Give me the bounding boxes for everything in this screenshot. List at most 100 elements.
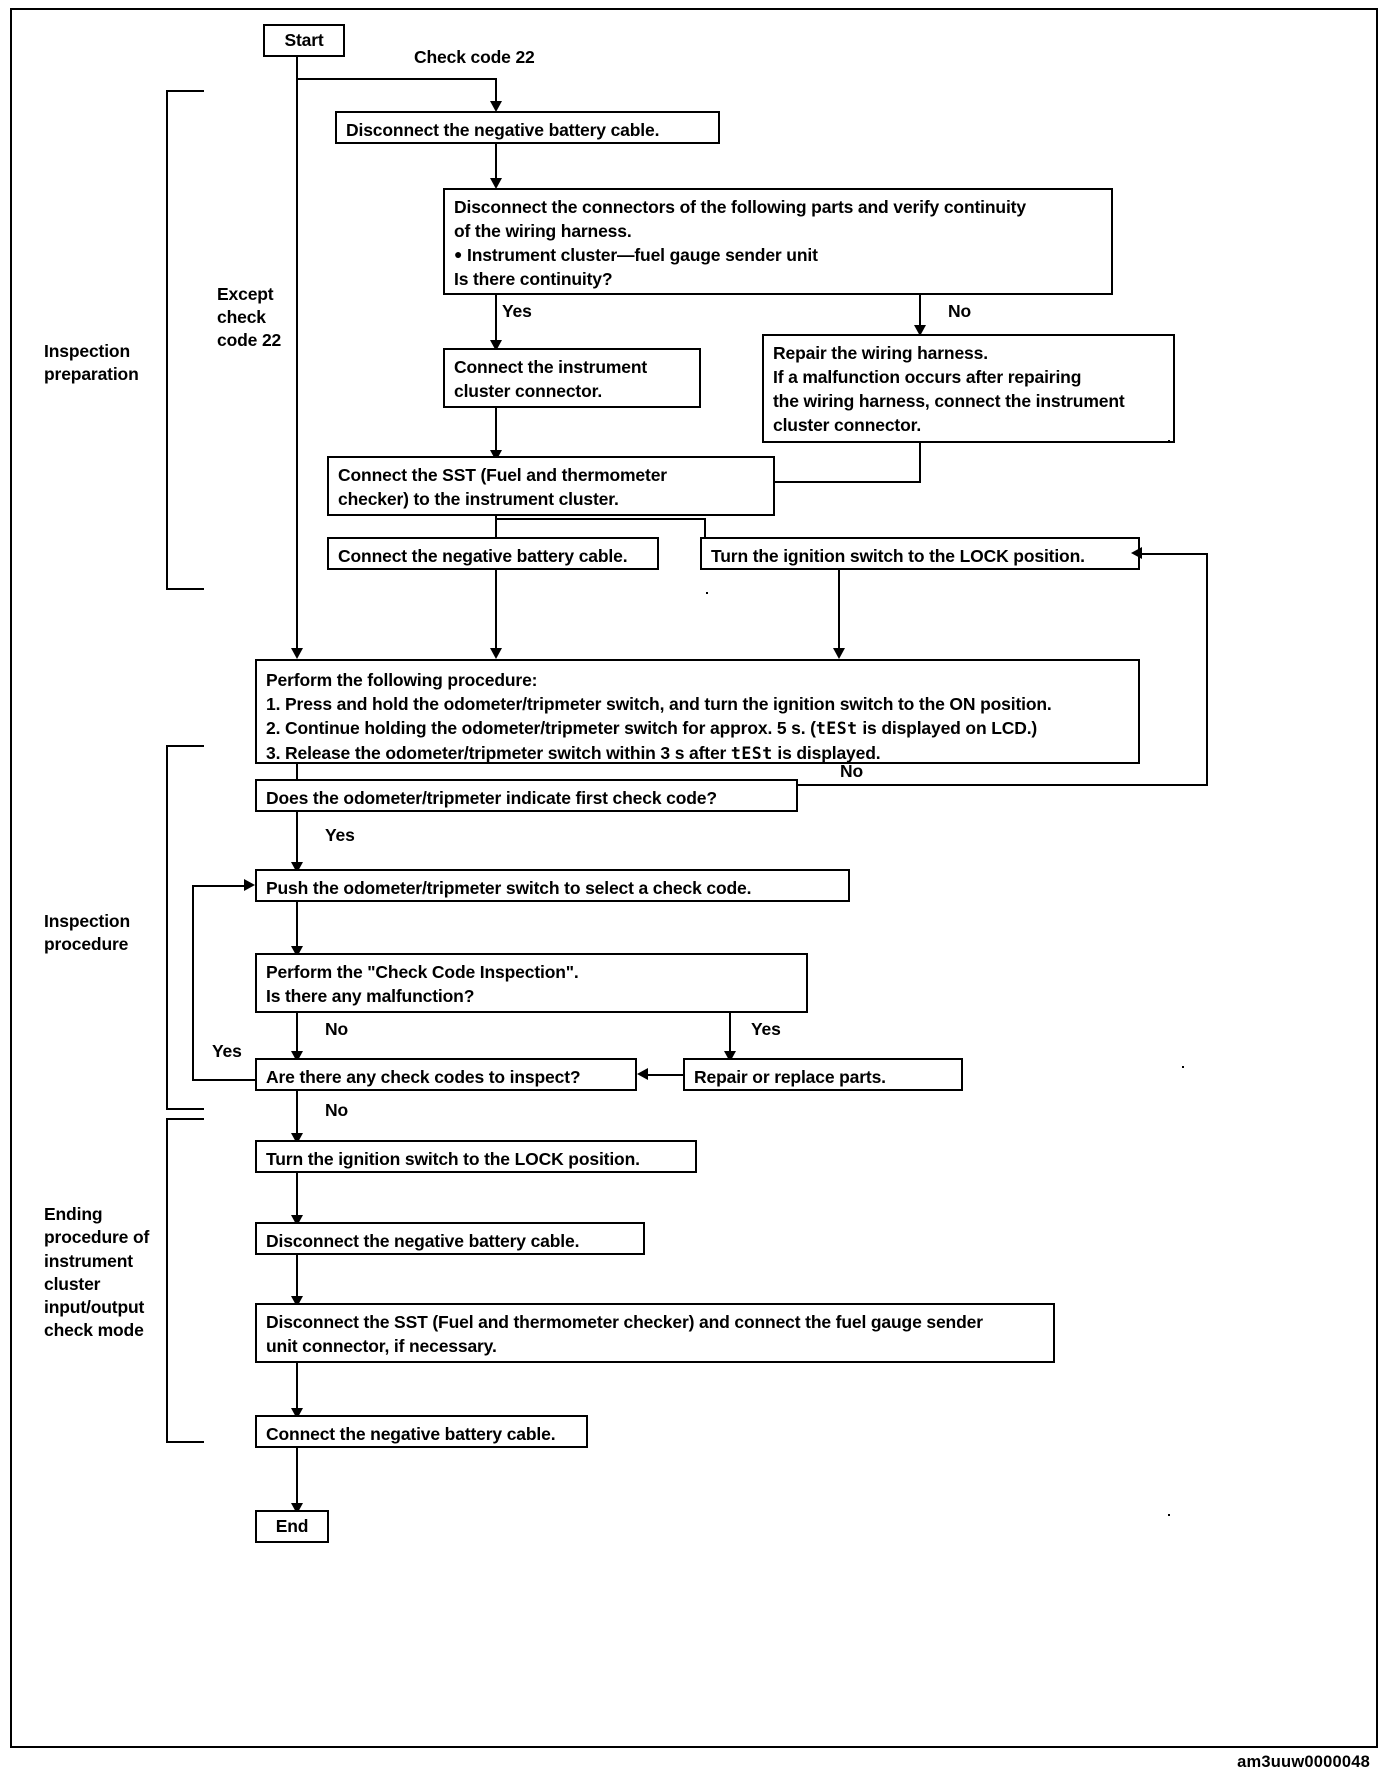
node-repair-wiring-harness: Repair the wiring harness. If a malfunct…: [762, 334, 1175, 443]
edge-loopback-vertical: [192, 885, 194, 1081]
node-connect-negative-battery-1: Connect the negative battery cable.: [327, 537, 659, 570]
node-end: End: [255, 1510, 329, 1543]
procedure-step-2: 2. Continue holding the odometer/tripmet…: [266, 716, 1129, 741]
check-code-inspection-line2: Is there any malfunction?: [266, 986, 475, 1007]
arrowhead-push-to-inspection: [291, 946, 303, 957]
arrowhead-continuity-yes: [490, 340, 502, 351]
procedure-step-3b: is displayed.: [772, 743, 881, 764]
page-border: [10, 8, 1378, 1748]
arrowhead-feedback-to-lock1: [1131, 547, 1142, 559]
node-connect-negative-battery-2: Connect the negative battery cable.: [255, 1415, 588, 1448]
edge-start-main-stem: [296, 57, 298, 654]
arrowhead-malfunction-no: [291, 1051, 303, 1062]
procedure-step-3: 3. Release the odometer/tripmeter switch…: [266, 741, 1129, 766]
edge-feedback-into-lock1: [1140, 553, 1208, 555]
section-label-inspection-preparation: Inspection preparation: [44, 341, 139, 385]
edge-continuity-yes: [495, 295, 497, 346]
arrowhead-connectbattery1-to-procedure: [490, 648, 502, 659]
edge-label-more-codes-no: No: [325, 1100, 349, 1120]
node-repair-replace-parts-label: Repair or replace parts.: [694, 1067, 886, 1087]
node-connect-cluster-connector: Connect the instrument cluster connector…: [443, 348, 701, 408]
node-ignition-lock-2: Turn the ignition switch to the LOCK pos…: [255, 1140, 697, 1173]
node-check-code-inspection: Perform the "Check Code Inspection". Is …: [255, 953, 808, 1013]
node-any-check-codes: Are there any check codes to inspect?: [255, 1058, 637, 1091]
node-disconnect-sst: Disconnect the SST (Fuel and thermometer…: [255, 1303, 1055, 1363]
node-push-switch-select: Push the odometer/tripmeter switch to se…: [255, 869, 850, 902]
bracket-inspection-preparation: [166, 90, 204, 590]
repair-harness-line1: Repair the wiring harness.: [773, 343, 988, 363]
bracket-ending-procedure: [166, 1118, 204, 1443]
node-push-switch-select-label: Push the odometer/tripmeter switch to se…: [266, 878, 752, 898]
repair-harness-line3: the wiring harness, connect the instrume…: [773, 391, 1125, 412]
edge-lock1-to-procedure: [838, 570, 840, 654]
edge-lock2-to-disconnect2: [296, 1173, 298, 1222]
arrowhead-disconnect2-to-sstremove: [291, 1296, 303, 1307]
edge-label-first-code-no: No: [840, 761, 864, 781]
verify-continuity-line2: of the wiring harness.: [454, 221, 632, 242]
edge-cluster-to-sst: [495, 408, 497, 456]
node-disconnect-negative-battery-1-label: Disconnect the negative battery cable.: [346, 120, 660, 140]
edge-loopback-horizontal-bottom: [192, 1079, 256, 1081]
edge-feedback-from-firstcode: [798, 784, 1208, 786]
edge-label-more-codes-yes: Yes: [212, 1041, 242, 1061]
arrowhead-lock1-to-procedure: [833, 648, 845, 659]
procedure-step-1: 1. Press and hold the odometer/tripmeter…: [266, 694, 1052, 715]
verify-continuity-line4: Is there continuity?: [454, 269, 613, 290]
arrowhead-start-to-procedure: [291, 648, 303, 659]
node-perform-procedure: Perform the following procedure: 1. Pres…: [255, 659, 1140, 764]
arrowhead-anycodes-to-lock2: [291, 1133, 303, 1144]
arrowhead-lock2-to-disconnect2: [291, 1215, 303, 1226]
edge-sst-down: [495, 516, 497, 541]
edge-anycodes-no: [296, 1091, 298, 1140]
connect-sst-line1: Connect the SST (Fuel and thermometer: [338, 465, 667, 485]
scan-speckle: [1168, 1514, 1170, 1516]
scan-speckle: [1182, 1066, 1184, 1068]
edge-connectbattery1-to-procedure: [495, 570, 497, 654]
connect-sst-line2: checker) to the instrument cluster.: [338, 489, 619, 510]
scan-speckle: [1168, 440, 1170, 442]
document-watermark-id: am3uuw0000048: [1237, 1753, 1370, 1771]
arrowhead-sstremove-to-connectbattery2: [291, 1408, 303, 1419]
bullet-icon: ●: [454, 246, 463, 263]
edge-label-continuity-no: No: [948, 301, 972, 321]
node-end-label: End: [275, 1516, 309, 1537]
node-ignition-lock-1: Turn the ignition switch to the LOCK pos…: [700, 537, 1140, 570]
edge-loopback-horizontal-top: [192, 885, 246, 887]
verify-continuity-line1: Disconnect the connectors of the followi…: [454, 197, 1026, 217]
edge-malfunction-no: [296, 1013, 298, 1057]
node-connect-sst: Connect the SST (Fuel and thermometer ch…: [327, 456, 775, 516]
edge-start-to-check22: [296, 78, 497, 80]
node-any-check-codes-label: Are there any check codes to inspect?: [266, 1067, 581, 1087]
disconnect-sst-line2: unit connector, if necessary.: [266, 1336, 497, 1357]
lcd-text-test-1: tESt: [815, 719, 858, 739]
section-label-inspection-procedure: Inspection procedure: [44, 911, 131, 955]
node-verify-continuity: Disconnect the connectors of the followi…: [443, 188, 1113, 295]
repair-harness-line2: If a malfunction occurs after repairing: [773, 367, 1082, 388]
edge-sst-to-lock-down: [704, 518, 706, 541]
check-code-inspection-line1: Perform the "Check Code Inspection".: [266, 962, 579, 982]
node-ignition-lock-1-label: Turn the ignition switch to the LOCK pos…: [711, 546, 1085, 566]
edge-connectbattery2-to-end: [296, 1448, 298, 1510]
edge-repair-to-sst: [775, 481, 921, 483]
arrowhead-loopback-to-push: [244, 879, 255, 891]
node-disconnect-negative-battery-1: Disconnect the negative battery cable.: [335, 111, 720, 144]
node-first-check-code: Does the odometer/tripmeter indicate fir…: [255, 779, 798, 812]
arrowhead-malfunction-yes: [724, 1051, 736, 1062]
edge-label-except-check-code-22: Except check code 22: [217, 284, 282, 350]
section-label-ending-procedure: Ending procedure of instrument cluster i…: [44, 1204, 150, 1341]
edge-continuity-no: [919, 295, 921, 331]
edge-label-continuity-yes: Yes: [502, 301, 532, 321]
edge-label-malfunction-no: No: [325, 1019, 349, 1039]
procedure-step-3a: 3. Release the odometer/tripmeter switch…: [266, 743, 731, 764]
arrowhead-continuity-no: [914, 325, 926, 336]
repair-harness-line4: cluster connector.: [773, 415, 922, 436]
edge-repairparts-to-anycodes: [648, 1074, 684, 1076]
edge-label-check-code-22: Check code 22: [414, 47, 535, 67]
node-start-label: Start: [284, 30, 324, 51]
edge-feedback-vertical: [1206, 553, 1208, 786]
disconnect-sst-line1: Disconnect the SST (Fuel and thermometer…: [266, 1312, 983, 1332]
arrowhead-check22-to-disconnect: [490, 101, 502, 112]
arrowhead-cluster-to-sst: [490, 450, 502, 461]
edge-malfunction-yes: [729, 1013, 731, 1057]
node-connect-negative-battery-1-label: Connect the negative battery cable.: [338, 546, 628, 566]
